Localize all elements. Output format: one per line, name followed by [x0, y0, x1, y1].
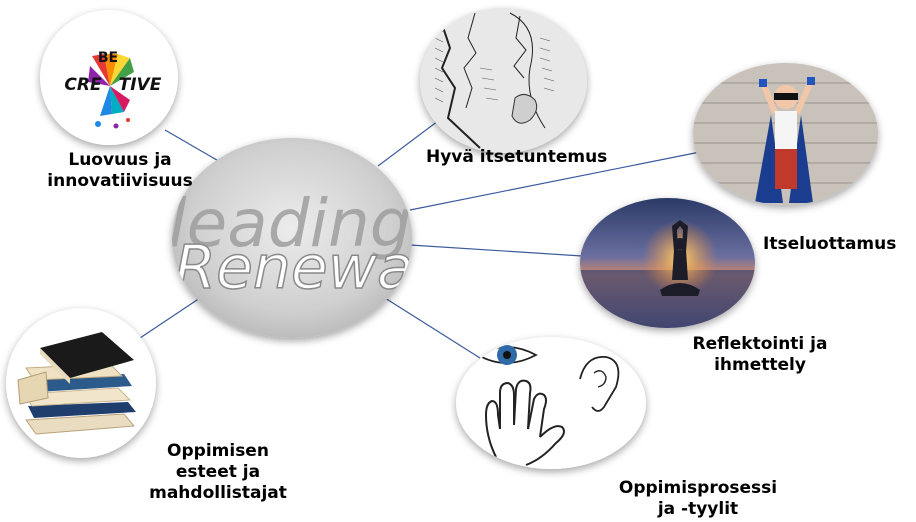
renewal-leading-image: leading Renewa [172, 138, 412, 338]
label-creativity: Luovuus ja innovatiivisuus [47, 150, 193, 191]
book-stack-photo-icon [6, 308, 156, 458]
connector-line [164, 129, 223, 164]
meditation-sunset-photo-icon [580, 198, 755, 328]
center-renewal-ellipse: leading Renewa [172, 138, 412, 338]
connector-line [409, 151, 701, 211]
connector-line [409, 244, 583, 257]
two-faces-drawing-icon [420, 8, 587, 153]
connector-line [384, 297, 481, 359]
logo-text-tive: TIVE [119, 75, 162, 95]
label-reflection: Reflektointi ja ihmettely [692, 334, 828, 375]
eye-ear-hand-drawing-icon [456, 337, 646, 469]
node-creativity-image: BE CRE TIVE [40, 10, 178, 145]
node-self-confidence-image [693, 63, 878, 205]
center-word-leading: leading [172, 185, 412, 262]
superhero-child-photo-icon [693, 63, 878, 205]
node-learning-process-image [456, 337, 646, 469]
connector-line [139, 297, 201, 339]
node-self-knowledge-image [420, 8, 587, 153]
label-learning-barriers: Oppimisen esteet ja mahdollistajat [149, 441, 287, 503]
logo-text-be: BE [98, 50, 118, 66]
connector-line [377, 117, 443, 167]
label-self-knowledge: Hyvä itsetuntemus [426, 147, 608, 167]
be-creative-logo-icon: BE CRE TIVE [40, 10, 178, 145]
label-self-confidence: Itseluottamus [763, 234, 897, 254]
node-reflection-image [580, 198, 755, 328]
center-word-renewa: Renewa [174, 233, 412, 303]
logo-text-cre: CRE [64, 75, 102, 95]
label-learning-process: Oppimisprosessi ja -tyylit [618, 478, 778, 519]
node-learning-barriers-image [6, 308, 156, 458]
